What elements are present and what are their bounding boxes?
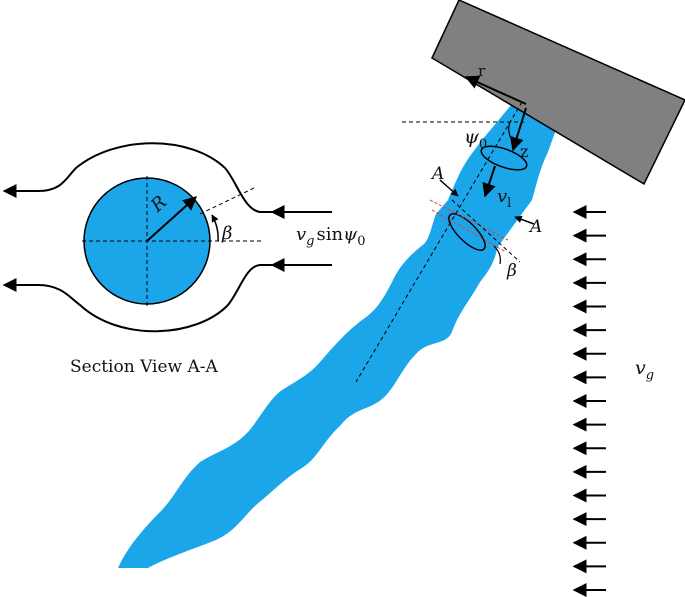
section-line — [451, 199, 521, 263]
jet-axis — [355, 101, 523, 383]
section-arrow-left — [439, 179, 459, 197]
upper-streamline — [10, 142, 332, 213]
section-arrow-right — [514, 215, 535, 225]
r-axis-arrow — [464, 75, 527, 105]
section-mark-left: A — [430, 164, 444, 184]
section-mark-right: A — [528, 217, 542, 237]
radius-arrow — [146, 196, 198, 242]
section-beta-label: β — [221, 223, 232, 244]
crossflow-label: vg — [635, 357, 654, 383]
vl-arrow — [482, 165, 496, 198]
lower-streamline — [10, 264, 332, 333]
jet-section-upper — [480, 145, 528, 171]
beta-ray — [199, 187, 255, 215]
jet-beta-label: β — [506, 261, 517, 281]
vl-label: vl — [497, 186, 511, 211]
z-axis-arrow — [510, 107, 527, 152]
jet-section-lower — [448, 213, 486, 251]
crossflow-arrows — [572, 205, 606, 597]
r-axis-label: r — [478, 62, 486, 80]
liquid-jet — [118, 104, 560, 568]
jet-view: r ψ0 z vl A A β — [118, 0, 685, 568]
section-caption: Section View A-A — [70, 357, 219, 377]
nozzle-block — [431, 0, 685, 186]
z-axis-label: z — [520, 142, 528, 161]
psi-label: ψ0 — [464, 126, 487, 152]
cut-guide-2 — [431, 209, 507, 253]
jet-beta-arc — [493, 245, 501, 265]
beta-arc — [211, 214, 219, 242]
